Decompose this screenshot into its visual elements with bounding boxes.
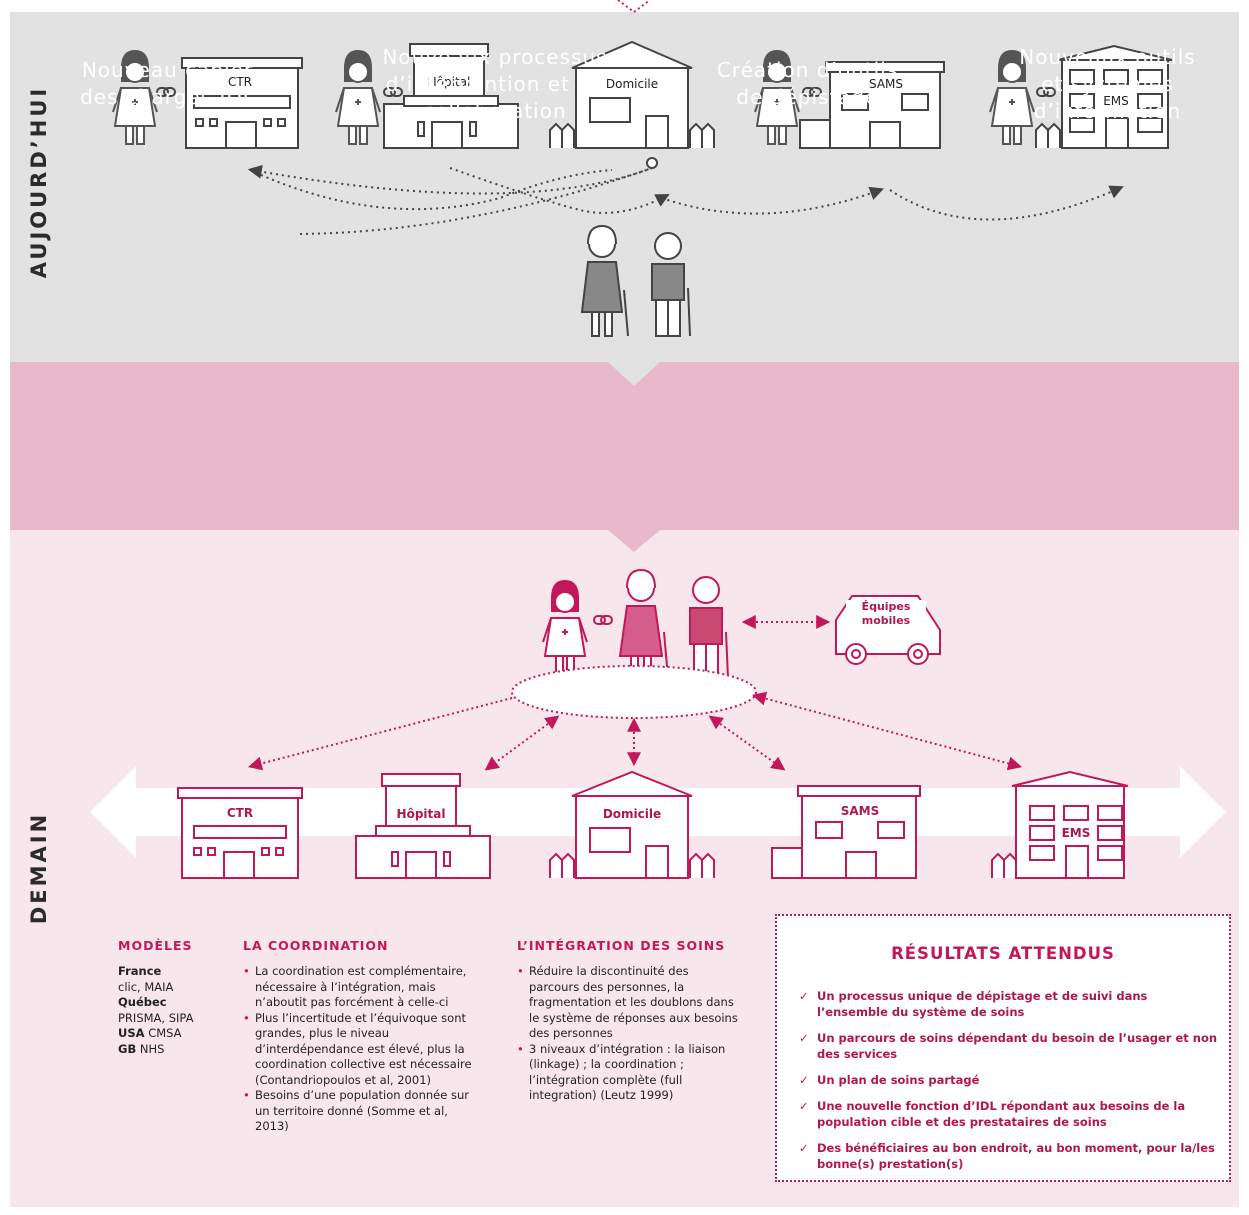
sams-building-icon [799,61,945,149]
mobile-team-caption: Équipes mobiles [846,600,926,628]
coordination-title: LA COORDINATION [243,938,389,953]
result-item: Un processus unique de dépistage et de s… [799,988,1219,1020]
tomorrow-ctr-building-icon [177,787,303,879]
tomorrow-hospital-building-icon [355,773,491,879]
change-item-2: Nouveaux processus d’intervention et de … [382,44,608,123]
coordination-list: La coordination est complémentaire, néce… [243,964,481,1135]
tomorrow-ctr-label: CTR [227,806,253,820]
mobile-team-caption-text: Équipes mobiles [861,600,911,627]
tomorrow-house-icon [549,770,715,879]
change-item-1: Nouveau cahier des charges IDL [80,58,255,109]
top-connector [617,0,651,14]
today-ems-label: EMS [1103,94,1129,108]
tomorrow-hopital-label: Hôpital [397,807,446,821]
today-ctr-label: CTR [228,75,252,89]
tomorrow-domicile-label: Domicile [603,807,661,821]
today-ems-group: EMS [989,44,1173,149]
change-item-3: Création d’outils de dépistage [716,58,899,109]
hospital-building-icon [383,43,519,149]
model-country: USA [118,1026,145,1040]
integration-list: Réduire la discontinuité des parcours de… [517,964,739,1104]
link-icon [593,615,613,625]
ems-building-icon [1035,44,1173,149]
today-hopital-group: Hôpital [335,43,519,149]
tomorrow-sams-label: SAMS [841,804,880,818]
result-item: Une nouvelle fonction d’IDL répondant au… [799,1098,1219,1130]
model-value: PRISMA, SIPA [118,1010,194,1025]
elderly-couple-icon [618,568,729,679]
tomorrow-sams-building-icon [771,785,921,879]
integration-item: Réduire la discontinuité des parcours de… [517,964,739,1042]
tomorrow-ems-label: EMS [1062,826,1091,840]
today-care-paths [247,164,1124,235]
ctr-building-icon [181,57,303,149]
coordination-item: Besoins d’une population donnée sur un t… [243,1088,481,1135]
tomorrow-connections [247,615,1023,771]
integration-title: L’INTÉGRATION DES SOINS [517,938,726,953]
model-item: GB NHS [118,1042,228,1058]
result-item: Un plan de soins partagé [799,1072,1219,1088]
home-node-icon [646,157,658,169]
nurse-icon [542,579,588,675]
model-country: Québec [118,995,167,1009]
model-value: CMSA [148,1026,182,1040]
shared-care-hub [511,665,757,719]
models-title: MODÈLES [118,938,193,953]
coordination-item: Plus l’incertitude et l’équivoque sont g… [243,1011,481,1089]
today-sams-group: SAMS [754,49,945,149]
change-item-4: Nouveaux outils et systèmes d’informatio… [1019,44,1196,123]
integration-item: 3 niveaux d’intégration : la liaison (li… [517,1042,739,1104]
house-icon [549,40,715,149]
chevron-down-icon [608,362,660,386]
result-item: Un parcours de soins dépendant du besoin… [799,1030,1219,1062]
model-country: France [118,964,162,978]
chevron-down-icon [608,530,660,552]
coordination-item: La coordination est complémentaire, néce… [243,964,481,1011]
elderly-couple-icon [580,224,691,337]
result-item: Des bénéficiaires au bon endroit, au bon… [799,1140,1219,1172]
today-ctr-group: CTR [112,49,303,149]
today-sams-label: SAMS [869,77,903,91]
today-hopital-label: Hôpital [428,75,471,89]
model-country: GB [118,1041,137,1056]
today-domicile-group: Domicile [549,40,715,149]
tomorrow-ems-building-icon [991,770,1129,879]
expected-results-box: RÉSULTATS ATTENDUS Un processus unique d… [775,914,1231,1182]
model-value: NHS [139,1041,165,1056]
model-value: clic, MAIA [118,979,174,994]
today-domicile-label: Domicile [606,77,658,91]
model-item: USA CMSA [118,1026,228,1042]
expected-results-title: RÉSULTATS ATTENDUS [891,944,1115,963]
changes-panel [10,362,1239,530]
nurse-icon [335,49,381,145]
